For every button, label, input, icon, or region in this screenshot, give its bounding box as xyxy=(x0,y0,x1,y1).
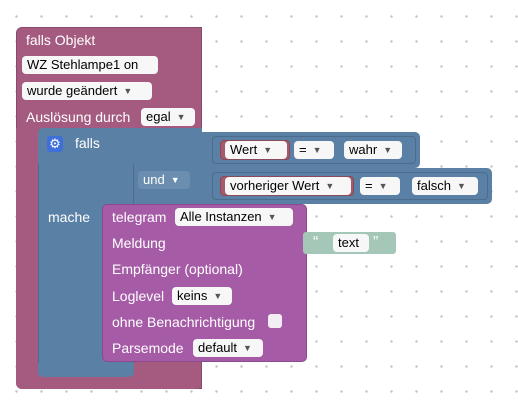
silent-label: ohne Benachrichtigung xyxy=(112,314,256,330)
value-dropdown-2[interactable]: vorheriger Wert▼ xyxy=(225,177,351,195)
event-dropdown[interactable]: wurde geändert▼ xyxy=(22,82,152,100)
if-block-bottom xyxy=(38,363,134,377)
gear-icon[interactable]: ⚙ xyxy=(47,136,63,152)
operator-dropdown-1[interactable]: =▼ xyxy=(294,141,334,159)
do-label: mache xyxy=(48,209,91,225)
trigger-title: falls Objekt xyxy=(26,32,96,48)
object-field[interactable]: WZ Stehlampe1 on xyxy=(22,56,158,74)
cause-dropdown[interactable]: egal▼ xyxy=(141,108,195,126)
dropdown-arrow-icon: ▼ xyxy=(456,181,466,191)
if-block-header xyxy=(38,128,202,164)
dropdown-arrow-icon: ▼ xyxy=(170,175,180,185)
text-field[interactable]: text xyxy=(333,234,369,252)
dropdown-arrow-icon: ▼ xyxy=(263,145,273,155)
loglevel-dropdown[interactable]: keins▼ xyxy=(172,287,232,305)
value-dropdown-1[interactable]: Wert▼ xyxy=(225,141,287,159)
cause-label: Auslösung durch xyxy=(26,109,131,125)
loglevel-label: Loglevel xyxy=(112,288,165,304)
dropdown-arrow-icon: ▼ xyxy=(383,145,393,155)
dropdown-arrow-icon: ▼ xyxy=(213,291,223,301)
trigger-block-bottom xyxy=(16,378,201,389)
instance-dropdown[interactable]: Alle Instanzen▼ xyxy=(175,208,293,226)
if-label: falls xyxy=(75,135,100,151)
operator-dropdown-2[interactable]: =▼ xyxy=(360,177,400,195)
dropdown-arrow-icon: ▼ xyxy=(123,86,133,96)
and-dropdown[interactable]: und▼ xyxy=(138,171,190,189)
quote-open-icon: “ xyxy=(313,234,319,251)
recipient-label: Empfänger (optional) xyxy=(112,261,243,277)
telegram-label: telegram xyxy=(112,209,167,225)
dropdown-arrow-icon: ▼ xyxy=(378,181,388,191)
dropdown-arrow-icon: ▼ xyxy=(267,212,277,222)
dropdown-arrow-icon: ▼ xyxy=(176,112,186,122)
dropdown-arrow-icon: ▼ xyxy=(312,145,322,155)
dropdown-arrow-icon: ▼ xyxy=(325,181,335,191)
trigger-block-stem xyxy=(16,128,38,380)
message-label: Meldung xyxy=(112,235,166,251)
parsemode-label: Parsemode xyxy=(112,340,184,356)
boolean-dropdown-2[interactable]: falsch▼ xyxy=(412,177,478,195)
silent-checkbox[interactable] xyxy=(268,314,282,328)
boolean-dropdown-1[interactable]: wahr▼ xyxy=(344,141,402,159)
quote-close-icon: ” xyxy=(373,234,379,251)
telegram-block[interactable] xyxy=(102,204,307,362)
parsemode-dropdown[interactable]: default▼ xyxy=(193,339,263,357)
dropdown-arrow-icon: ▼ xyxy=(243,343,252,353)
